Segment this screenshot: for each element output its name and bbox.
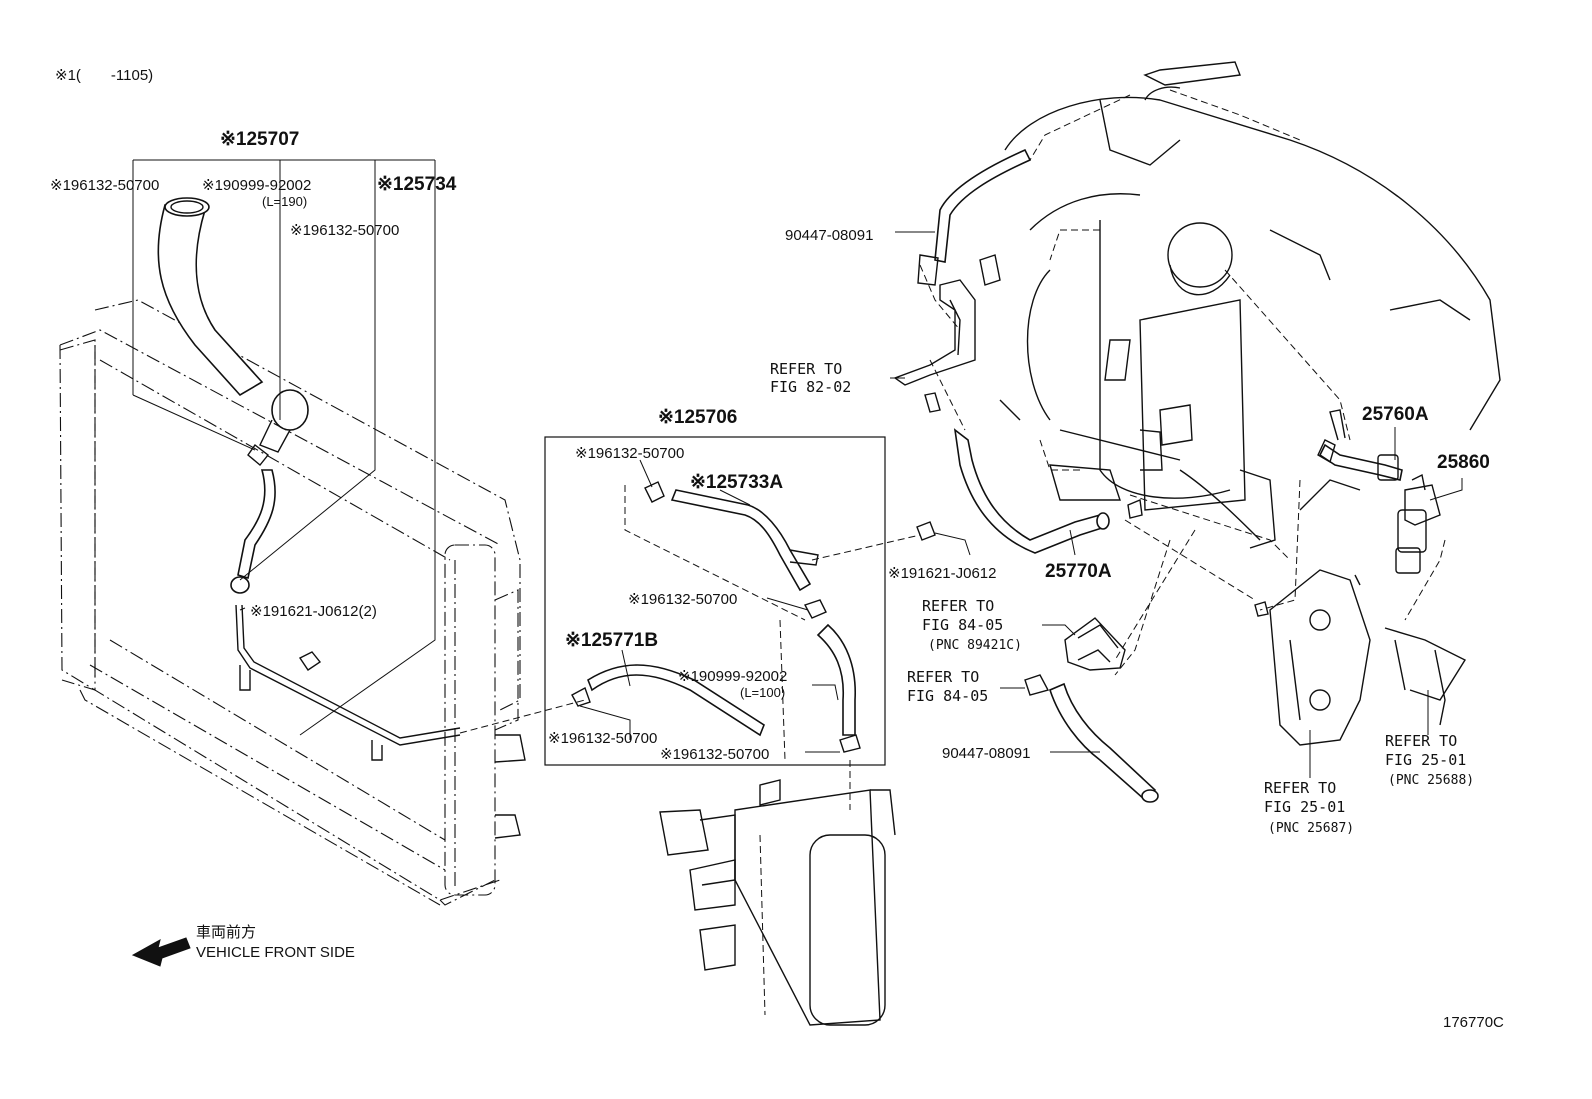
- label-90447-top: 90447-08091: [785, 227, 873, 244]
- arrow-left-icon: [131, 937, 191, 967]
- radiator: [59, 299, 526, 906]
- label-25770A: 25770A: [1045, 561, 1112, 582]
- engine-mount-brackets: [1269, 569, 1467, 746]
- engine-dashed-outlines: [919, 89, 1446, 676]
- dash-link: [811, 534, 921, 561]
- label-90447-bottom: 90447-08091: [942, 745, 1030, 762]
- figure-id: 176770C: [1443, 1014, 1504, 1031]
- label-25860: 25860: [1437, 452, 1490, 473]
- label-96132-c: ※196132-50700: [575, 445, 684, 462]
- label-25707: ※125707: [220, 129, 299, 150]
- dash-link: [459, 699, 586, 734]
- ref-fig-25-01-a-line2: FIG 25-01: [1385, 751, 1466, 769]
- engine-block: [999, 61, 1501, 549]
- bolts: [916, 499, 1269, 617]
- label-90999-a: ※190999-92002: [202, 177, 311, 194]
- label-91621-a: ※191621-J0612(2): [250, 603, 377, 620]
- hose-25770A: [924, 392, 1110, 554]
- label-25706: ※125706: [658, 407, 737, 428]
- label-96132-a: ※196132-50700: [50, 177, 159, 194]
- leader-lines-right: [890, 231, 1463, 778]
- vsv-assembly: [1317, 409, 1441, 574]
- ref-fig-82-02-line1: REFER TO: [770, 360, 842, 378]
- label-96132-b: ※196132-50700: [290, 222, 399, 239]
- label-25733A: ※125733A: [690, 472, 783, 493]
- ref-fig-84-05-a-line3: (PNC 89421C): [928, 638, 1022, 653]
- hose-90447-bottom: [1024, 674, 1159, 803]
- direction-label-jp: 車両前方: [196, 924, 256, 941]
- ref-fig-84-05-b-line1: REFER TO: [907, 668, 979, 686]
- reservoir-hose-left: [230, 469, 461, 761]
- hose-90447-top: [893, 148, 1032, 386]
- ref-fig-84-05-b-line2: FIG 84-05: [907, 687, 988, 705]
- direction-label-en: VEHICLE FRONT SIDE: [196, 944, 355, 961]
- ref-fig-25-01-b-line1: REFER TO: [1264, 779, 1336, 797]
- ref-fig-25-01-b-line3: (PNC 25687): [1268, 821, 1354, 836]
- oil-cooler: [659, 779, 896, 1026]
- sensor-bracket: [1064, 617, 1126, 671]
- kit-25706-parts: [571, 459, 861, 761]
- kit-box-25706: [544, 436, 886, 766]
- label-90999-a-length: (L=190): [262, 194, 307, 209]
- ref-fig-84-05-a-line2: FIG 84-05: [922, 616, 1003, 634]
- ref-fig-25-01-a-line3: (PNC 25688): [1388, 773, 1474, 788]
- label-25760A: 25760A: [1362, 404, 1429, 425]
- label-25734: ※125734: [377, 174, 457, 195]
- ref-fig-25-01-b-line2: FIG 25-01: [1264, 798, 1345, 816]
- ref-fig-84-05-a-line1: REFER TO: [922, 597, 994, 615]
- label-91621-b: ※191621-J0612: [888, 565, 997, 582]
- label-96132-d: ※196132-50700: [628, 591, 737, 608]
- ref-fig-82-02-line2: FIG 82-02: [770, 378, 851, 396]
- label-96132-f: ※196132-50700: [660, 746, 769, 763]
- label-90999-b-length: (L=100): [740, 685, 785, 700]
- upper-radiator-hose: [157, 197, 309, 466]
- label-96132-e: ※196132-50700: [548, 730, 657, 747]
- label-25771B: ※125771B: [565, 630, 658, 651]
- header-note: ※1( -1105): [55, 67, 153, 84]
- label-90999-b: ※190999-92002: [678, 668, 787, 685]
- leader-group-25707: [132, 159, 436, 736]
- ref-fig-25-01-a-line1: REFER TO: [1385, 732, 1457, 750]
